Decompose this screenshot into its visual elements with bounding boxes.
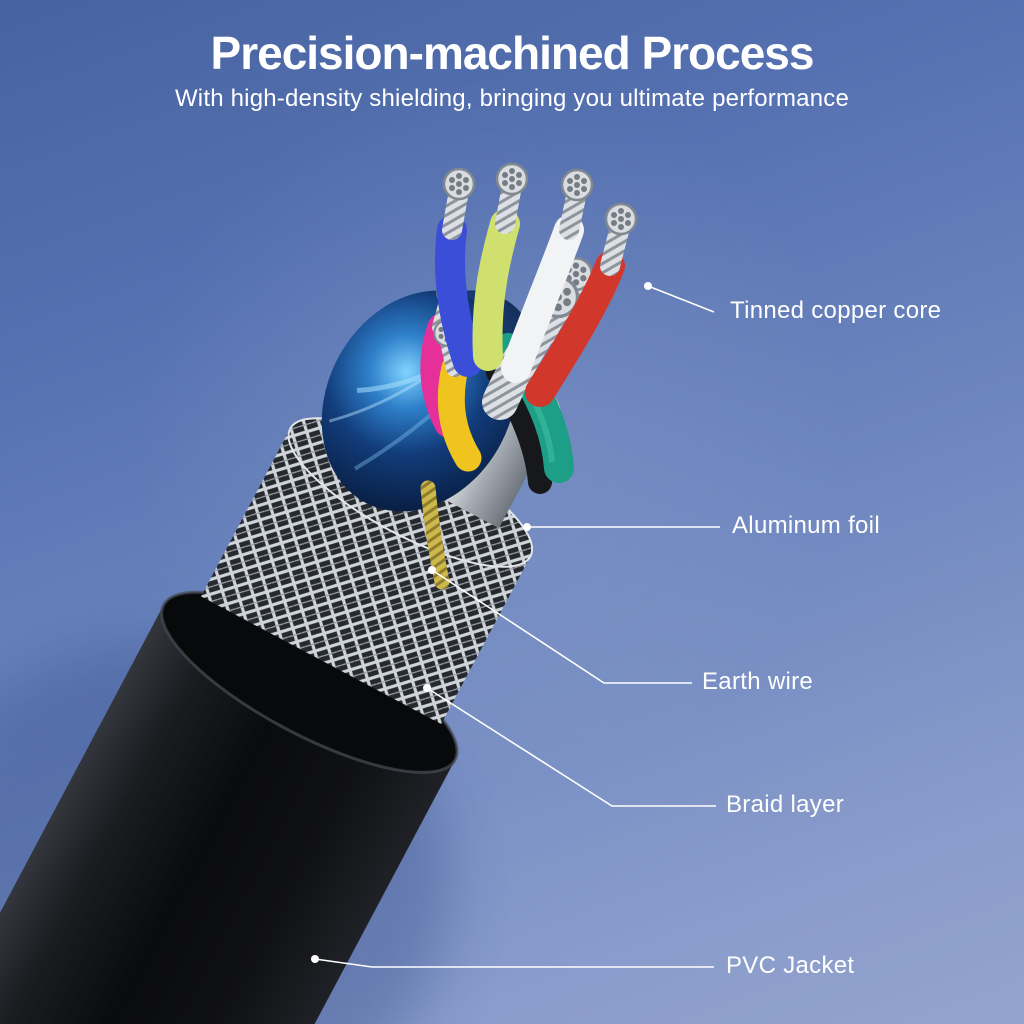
wire-light-green (472, 162, 529, 371)
callout-lines (311, 282, 720, 968)
callout-line-aluminum-foil (523, 523, 720, 531)
callout-line-earth-wire (428, 566, 692, 684)
wire-red (525, 202, 638, 407)
callout-label-tinned-copper-core: Tinned copper core (730, 297, 942, 324)
callout-line-tinned-copper-core (644, 282, 715, 313)
callout-line-braid-layer (423, 684, 716, 807)
wire-blue (435, 167, 483, 377)
callout-label-pvc-jacket: PVC Jacket (726, 952, 855, 979)
callout-label-earth-wire: Earth wire (702, 668, 814, 695)
callout-label-braid-layer: Braid layer (726, 791, 845, 818)
earth-wire-graphic (420, 480, 450, 590)
page-title: Precision-machined Process (210, 27, 815, 79)
wire-bundle-graphic (420, 162, 638, 494)
callout-line-pvc-jacket (311, 955, 714, 968)
page-subtitle: With high-density shielding, bringing yo… (174, 84, 850, 112)
wire-white (501, 168, 594, 383)
callout-label-aluminum-foil: Aluminum foil (732, 512, 880, 539)
pvc-jacket-graphic (0, 590, 459, 1024)
header: Precision-machined Process With high-den… (0, 28, 1024, 113)
